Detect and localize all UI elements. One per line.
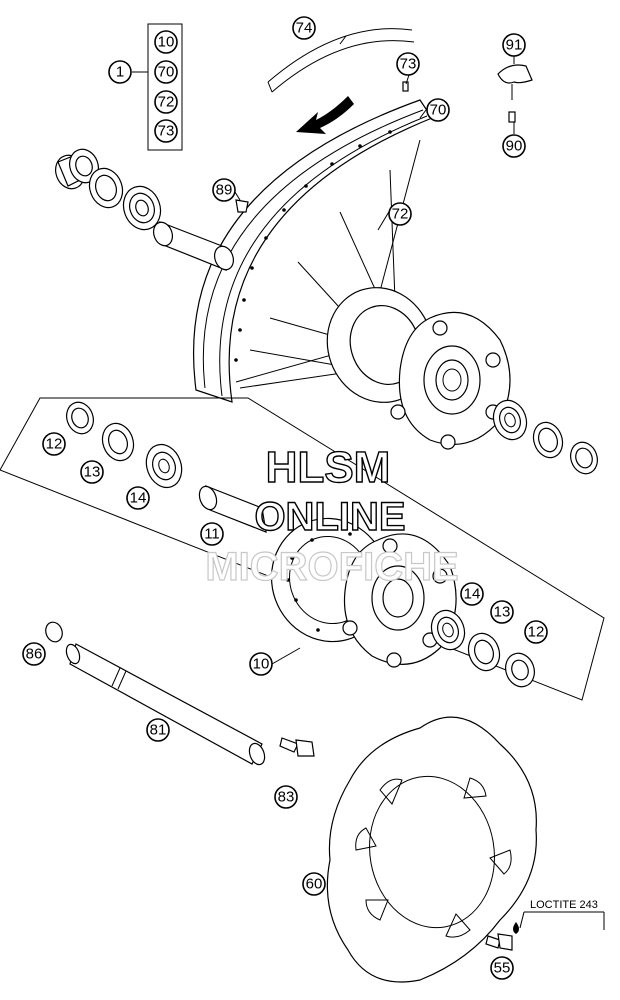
- svg-text:1: 1: [116, 64, 124, 81]
- axle-bolt-83: [279, 737, 315, 757]
- spacer-11: [198, 485, 267, 533]
- upper-right-bearings: [492, 399, 598, 475]
- loctite-drop: [513, 922, 519, 934]
- callout-10: 10: [249, 652, 273, 676]
- svg-text:14: 14: [130, 490, 147, 507]
- callout-14-right: 14: [460, 582, 484, 606]
- watermark-line2: ONLINE: [254, 495, 405, 539]
- svg-text:70: 70: [158, 64, 175, 81]
- callout-12-left: 12: [42, 432, 66, 456]
- hub-box-outline: [0, 397, 605, 701]
- lower-hub: [270, 517, 457, 668]
- watermark: HLSM ONLINE MICROFICHE: [205, 442, 460, 589]
- loctite-note: LOCTITE 243: [530, 899, 598, 911]
- svg-text:11: 11: [204, 526, 220, 543]
- rotation-arrow: [296, 96, 354, 134]
- callout-72-set: 72: [154, 90, 178, 114]
- axle-cap-86: [45, 621, 63, 643]
- svg-text:81: 81: [150, 722, 167, 739]
- callout-10-set: 10: [154, 30, 178, 54]
- svg-text:13: 13: [84, 464, 101, 481]
- svg-text:74: 74: [296, 20, 313, 37]
- svg-text:60: 60: [306, 876, 323, 893]
- callout-81: 81: [146, 718, 170, 742]
- svg-text:72: 72: [158, 94, 175, 111]
- svg-text:73: 73: [400, 56, 417, 73]
- callout-89: 89: [212, 178, 236, 202]
- callout-70-set: 70: [154, 60, 178, 84]
- callout-73: 73: [396, 52, 420, 76]
- svg-text:91: 91: [506, 37, 523, 54]
- callout-91: 91: [502, 33, 526, 57]
- brake-disc-60: [326, 716, 537, 983]
- axle-81: [65, 643, 266, 766]
- svg-text:72: 72: [392, 206, 409, 223]
- lower-left-bearings: [66, 401, 183, 489]
- callout-72: 72: [388, 202, 412, 226]
- watermark-line3: MICROFICHE: [205, 545, 458, 589]
- callout-74: 74: [292, 16, 316, 40]
- svg-text:90: 90: [506, 138, 523, 155]
- callout-11: 11: [200, 522, 224, 546]
- svg-text:10: 10: [158, 34, 175, 51]
- nipple-73: [402, 81, 409, 92]
- callout-14-left: 14: [126, 486, 150, 510]
- svg-text:86: 86: [26, 646, 43, 663]
- callout-73-set: 73: [154, 119, 178, 143]
- svg-text:12: 12: [528, 624, 545, 641]
- callout-90: 90: [502, 134, 526, 158]
- callout-55: 55: [490, 956, 514, 980]
- callout-86: 86: [22, 642, 46, 666]
- svg-text:10: 10: [253, 656, 270, 673]
- svg-text:83: 83: [278, 789, 295, 806]
- callout-13-right: 13: [490, 600, 514, 624]
- svg-text:70: 70: [430, 102, 447, 119]
- callout-60: 60: [302, 872, 326, 896]
- callout-83: 83: [274, 785, 298, 809]
- set-group-box: [147, 23, 183, 151]
- callout-13-left: 13: [80, 460, 104, 484]
- upper-left-bearings: [55, 148, 235, 271]
- svg-text:13: 13: [494, 604, 511, 621]
- upper-hub: [326, 287, 511, 450]
- rim-tape: [267, 28, 415, 93]
- rim: [192, 99, 433, 403]
- callout-1: 1: [108, 60, 132, 84]
- callout-70: 70: [426, 98, 450, 122]
- svg-text:55: 55: [494, 960, 511, 977]
- disc-bolt-55: [485, 933, 513, 951]
- screw-89: [235, 199, 249, 213]
- svg-text:89: 89: [216, 182, 233, 199]
- svg-text:14: 14: [464, 586, 481, 603]
- svg-text:12: 12: [46, 436, 63, 453]
- svg-text:73: 73: [158, 123, 175, 140]
- callout-12-right: 12: [524, 620, 548, 644]
- valve-cap: [497, 64, 533, 123]
- watermark-line1: HLSM: [266, 443, 391, 492]
- lower-right-bearings: [430, 609, 535, 688]
